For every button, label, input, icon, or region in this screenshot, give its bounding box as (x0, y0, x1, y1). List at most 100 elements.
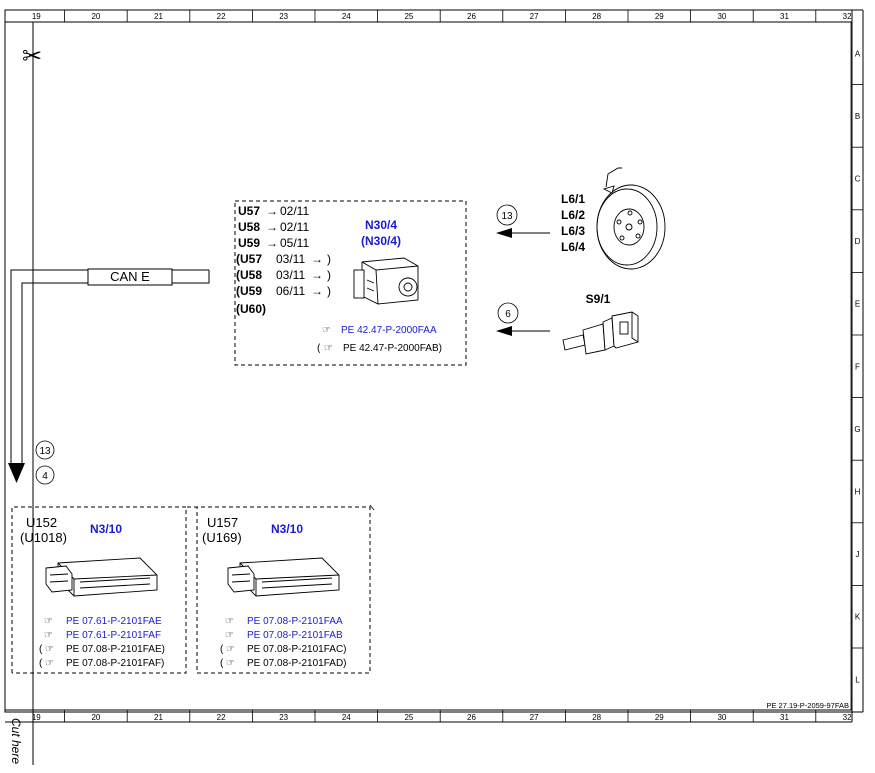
ecu-icon (227, 557, 340, 597)
svg-text:(: ( (39, 644, 43, 655)
pointer-hand-icon: ☞ (44, 630, 53, 641)
n3-right-ref: PE 07.08-P-2101FAB (247, 630, 343, 641)
n3-left-code1: U152 (26, 515, 57, 530)
n3-left-ref: PE 07.08-P-2101FAE) (66, 644, 165, 655)
switch-s9-1: S9/1 6 (496, 292, 639, 355)
n3-right-ref: PE 07.08-P-2101FAA (247, 616, 343, 627)
row-label: J (856, 550, 860, 559)
scissors-icon: ✂ (22, 42, 42, 70)
column-label: 27 (530, 713, 539, 722)
down-marker-1: 13 (39, 446, 51, 457)
n3-right-code2: (U169) (202, 530, 242, 545)
n30-ref-1: PE 42.47-P-2000FAA (341, 325, 437, 336)
column-label: 28 (592, 713, 601, 722)
column-label: 21 (154, 713, 163, 722)
n3-left-ref: PE 07.08-P-2101FAF) (66, 658, 164, 669)
down-markers: 13 4 (35, 440, 55, 485)
n30-variant-code: (U57 (236, 252, 262, 266)
column-label: 23 (279, 12, 288, 21)
wheel-label: L6/1 (561, 192, 585, 206)
n3-left-title: N3/10 (90, 522, 122, 536)
column-label: 22 (217, 12, 226, 21)
n30-variant-code: U58 (238, 220, 260, 234)
svg-text:(: ( (220, 644, 224, 655)
down-marker-2: 4 (42, 471, 48, 482)
svg-text:): ) (327, 252, 331, 266)
row-label: A (855, 49, 861, 58)
row-label: C (855, 175, 861, 184)
column-label: 26 (467, 12, 476, 21)
switch-label: S9/1 (586, 292, 611, 306)
wheel-marker: 13 (501, 211, 513, 222)
pointer-hand-icon: ☞ (322, 325, 331, 336)
n3-right-ref: PE 07.08-P-2101FAD) (247, 658, 347, 669)
n30-variant-code: (U59 (236, 284, 262, 298)
n30-extra: (U60) (236, 302, 266, 316)
column-label: 25 (404, 713, 413, 722)
sheet-frame (4, 9, 853, 713)
wheel-label: L6/3 (561, 224, 585, 238)
n30-variant-code: (U58 (236, 268, 262, 282)
can-e-bus: CAN E (8, 268, 210, 483)
row-label: K (855, 613, 861, 622)
pointer-hand-icon: ☞ (324, 343, 333, 354)
n30-variant-date: 03/11 (276, 268, 305, 282)
n30-ref-paren: ( (317, 343, 321, 354)
column-label: 32 (843, 12, 852, 21)
pointer-hand-icon: ☞ (44, 616, 53, 627)
n30-title-alt: (N30/4) (361, 234, 401, 248)
svg-text:(: ( (39, 658, 43, 669)
drawing-border (32, 21, 852, 711)
svg-text:(: ( (220, 658, 224, 669)
cut-here-label: Cut here (9, 718, 23, 764)
column-label: 19 (32, 713, 41, 722)
pointer-hand-icon: ☞ (225, 616, 234, 627)
column-label: 24 (342, 713, 351, 722)
arrow-right-icon: → (266, 220, 278, 234)
row-label: G (854, 425, 860, 434)
arrow-right-icon: → (311, 284, 323, 298)
wheel-sensor: L6/1 L6/2 L6/3 L6/4 13 (496, 167, 666, 270)
arrow-right-icon: → (266, 236, 278, 250)
column-label: 24 (342, 12, 351, 21)
pointer-hand-icon: ☞ (45, 658, 54, 669)
pointer-hand-icon: ☞ (225, 630, 234, 641)
column-label: 31 (780, 713, 789, 722)
doc-reference: PE 27.19-P-2059-97FAB (766, 701, 849, 710)
module-n3-10-right: U157 (U169) N3/10 ☞ PE 07.08-P-2101FAA ☞… (187, 504, 375, 674)
switch-marker: 6 (505, 309, 511, 320)
wheel-label: L6/4 (561, 240, 585, 254)
column-label: 31 (780, 12, 789, 21)
column-label: 25 (404, 12, 413, 21)
pointer-hand-icon: ☞ (226, 658, 235, 669)
n30-variant-date: 05/11 (280, 236, 309, 250)
n3-left-ref: PE 07.61-P-2101FAF (66, 630, 161, 641)
column-label: 19 (32, 12, 41, 21)
column-label: 30 (717, 12, 726, 21)
esp-unit-icon (353, 257, 419, 305)
row-label: E (855, 300, 860, 309)
svg-text:): ) (327, 268, 331, 282)
column-label: 22 (217, 713, 226, 722)
module-n3-10-left: U152 (U1018) N3/10 ☞ PE 07.61-P-2101FAE … (11, 506, 187, 674)
n30-variant-date: 02/11 (280, 204, 309, 218)
arrow-left-icon (496, 326, 512, 336)
column-label: 29 (655, 713, 664, 722)
svg-text:): ) (327, 284, 331, 298)
n30-title: N30/4 (365, 218, 397, 232)
arrow-left-icon (496, 228, 512, 238)
pressure-switch-icon (562, 311, 639, 355)
n30-variant-date: 06/11 (276, 284, 305, 298)
n3-right-title: N3/10 (271, 522, 303, 536)
n30-variant-date: 02/11 (280, 220, 309, 234)
brake-disc-icon (596, 167, 666, 270)
n3-right-code1: U157 (207, 515, 238, 530)
arrow-right-icon: → (311, 268, 323, 282)
arrow-right-icon: → (311, 252, 323, 266)
row-label: H (855, 488, 861, 497)
column-label: 20 (91, 12, 100, 21)
